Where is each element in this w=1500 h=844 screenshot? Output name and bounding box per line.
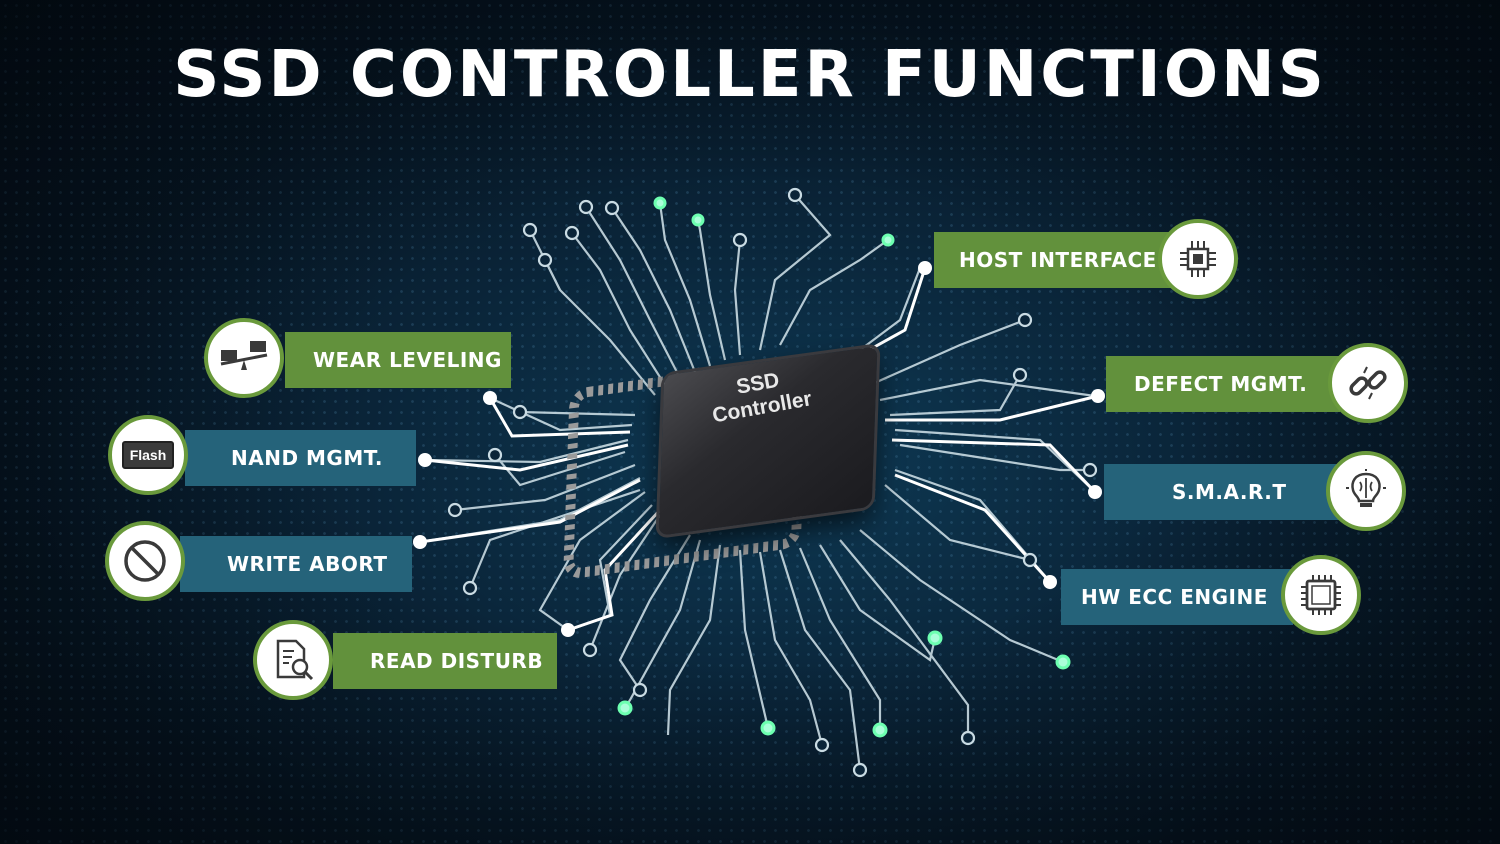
function-wear-leveling: WEAR LEVELING [285,332,511,388]
trace [658,202,712,367]
processor-icon [1180,241,1216,277]
trace-node [522,222,538,238]
nand-mgmt-icon-badge: Flash [108,415,188,495]
function-smart: S.M.A.R.T [1104,464,1340,520]
hw-ecc-engine-icon-badge [1281,555,1361,635]
defect-mgmt-icon-badge [1328,343,1408,423]
read-disturb-icon-badge [253,620,333,700]
brain-bulb-icon [1346,469,1386,507]
trace [585,206,681,379]
function-hw-ecc-engine: HW ECC ENGINE [1061,569,1293,625]
function-read-disturb: READ DISTURB [333,633,557,689]
document-search-icon [276,639,314,681]
smart-icon-badge [1326,451,1406,531]
prohibited-icon [124,540,166,582]
trace [779,239,889,346]
connector-defect-mgmt [885,394,1099,422]
write-abort-icon-badge [105,521,185,601]
trace [758,194,832,351]
cpu-icon [1301,575,1341,615]
flash-chip-icon: Flash [121,441,175,469]
connector-wear-leveling [488,397,631,438]
connector-write-abort [419,478,641,544]
glow-node [653,196,667,210]
trace [611,207,697,373]
function-write-abort: WRITE ABORT [180,536,412,592]
wear-leveling-icon-badge [204,318,284,398]
connector-read-disturb [567,508,662,632]
function-nand-mgmt: NAND MGMT. [185,430,416,486]
connector-smart [891,438,1097,494]
function-defect-mgmt: DEFECT MGMT. [1106,356,1340,412]
broken-link-icon [1349,366,1387,400]
page-title: SSD CONTROLLER FUNCTIONS [173,38,1327,112]
host-interface-icon-badge [1158,219,1238,299]
trace [733,239,742,356]
connector-nand-mgmt [424,443,629,472]
function-host-interface: HOST INTERFACE [934,232,1174,288]
trace [571,232,666,386]
balance-scale-icon [220,341,268,370]
